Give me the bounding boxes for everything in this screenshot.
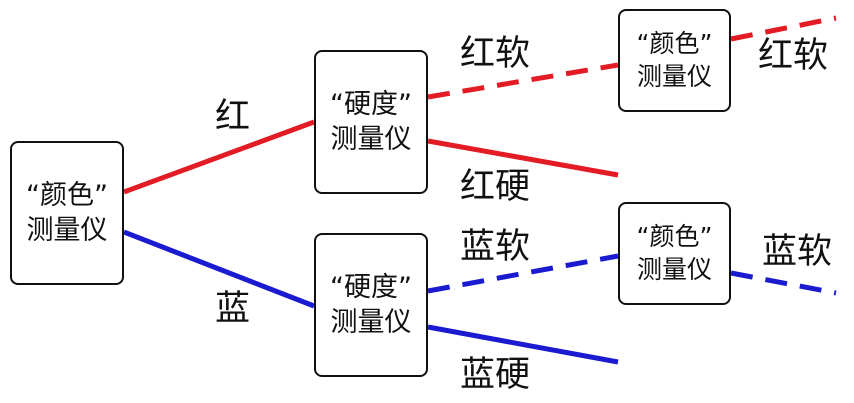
label-red: 红 [215,97,251,137]
meter-title: “颜色” [636,222,713,251]
color-meter-red-soft: “颜色” 测量仪 [618,9,731,112]
label-blue: 蓝 [215,289,251,329]
blue-soft-out-line [730,270,837,296]
blue-soft-line [427,253,619,294]
meter-title: “颜色” [636,29,713,58]
meter-title: “硬度” [330,88,412,120]
meter-subtitle: 测量仪 [636,61,712,91]
meter-subtitle: 测量仪 [330,307,412,338]
label-red-soft: 红软 [460,34,531,74]
hardness-meter-red: “硬度” 测量仪 [314,50,428,194]
meter-title: “颜色” [26,179,108,211]
red-soft-line [427,62,619,100]
red-hard-line [427,138,619,178]
blue-hard-line [427,324,619,365]
hardness-meter-blue: “硬度” 测量仪 [314,233,428,377]
label-blue-soft-out: 蓝软 [762,232,833,272]
red-soft-out-line [730,15,837,42]
color-meter-blue-soft: “颜色” 测量仪 [618,202,731,305]
label-blue-soft: 蓝软 [460,227,531,267]
label-red-soft-out: 红软 [758,36,829,76]
meter-title: “硬度” [330,271,412,303]
label-blue-hard: 蓝硬 [460,355,531,395]
meter-subtitle: 测量仪 [26,215,108,246]
color-meter-start: “颜色” 测量仪 [10,141,124,285]
label-red-hard: 红硬 [460,167,531,207]
meter-subtitle: 测量仪 [330,124,412,155]
blue-path-line [123,229,315,309]
red-path-line [123,119,315,195]
meter-subtitle: 测量仪 [636,254,712,284]
